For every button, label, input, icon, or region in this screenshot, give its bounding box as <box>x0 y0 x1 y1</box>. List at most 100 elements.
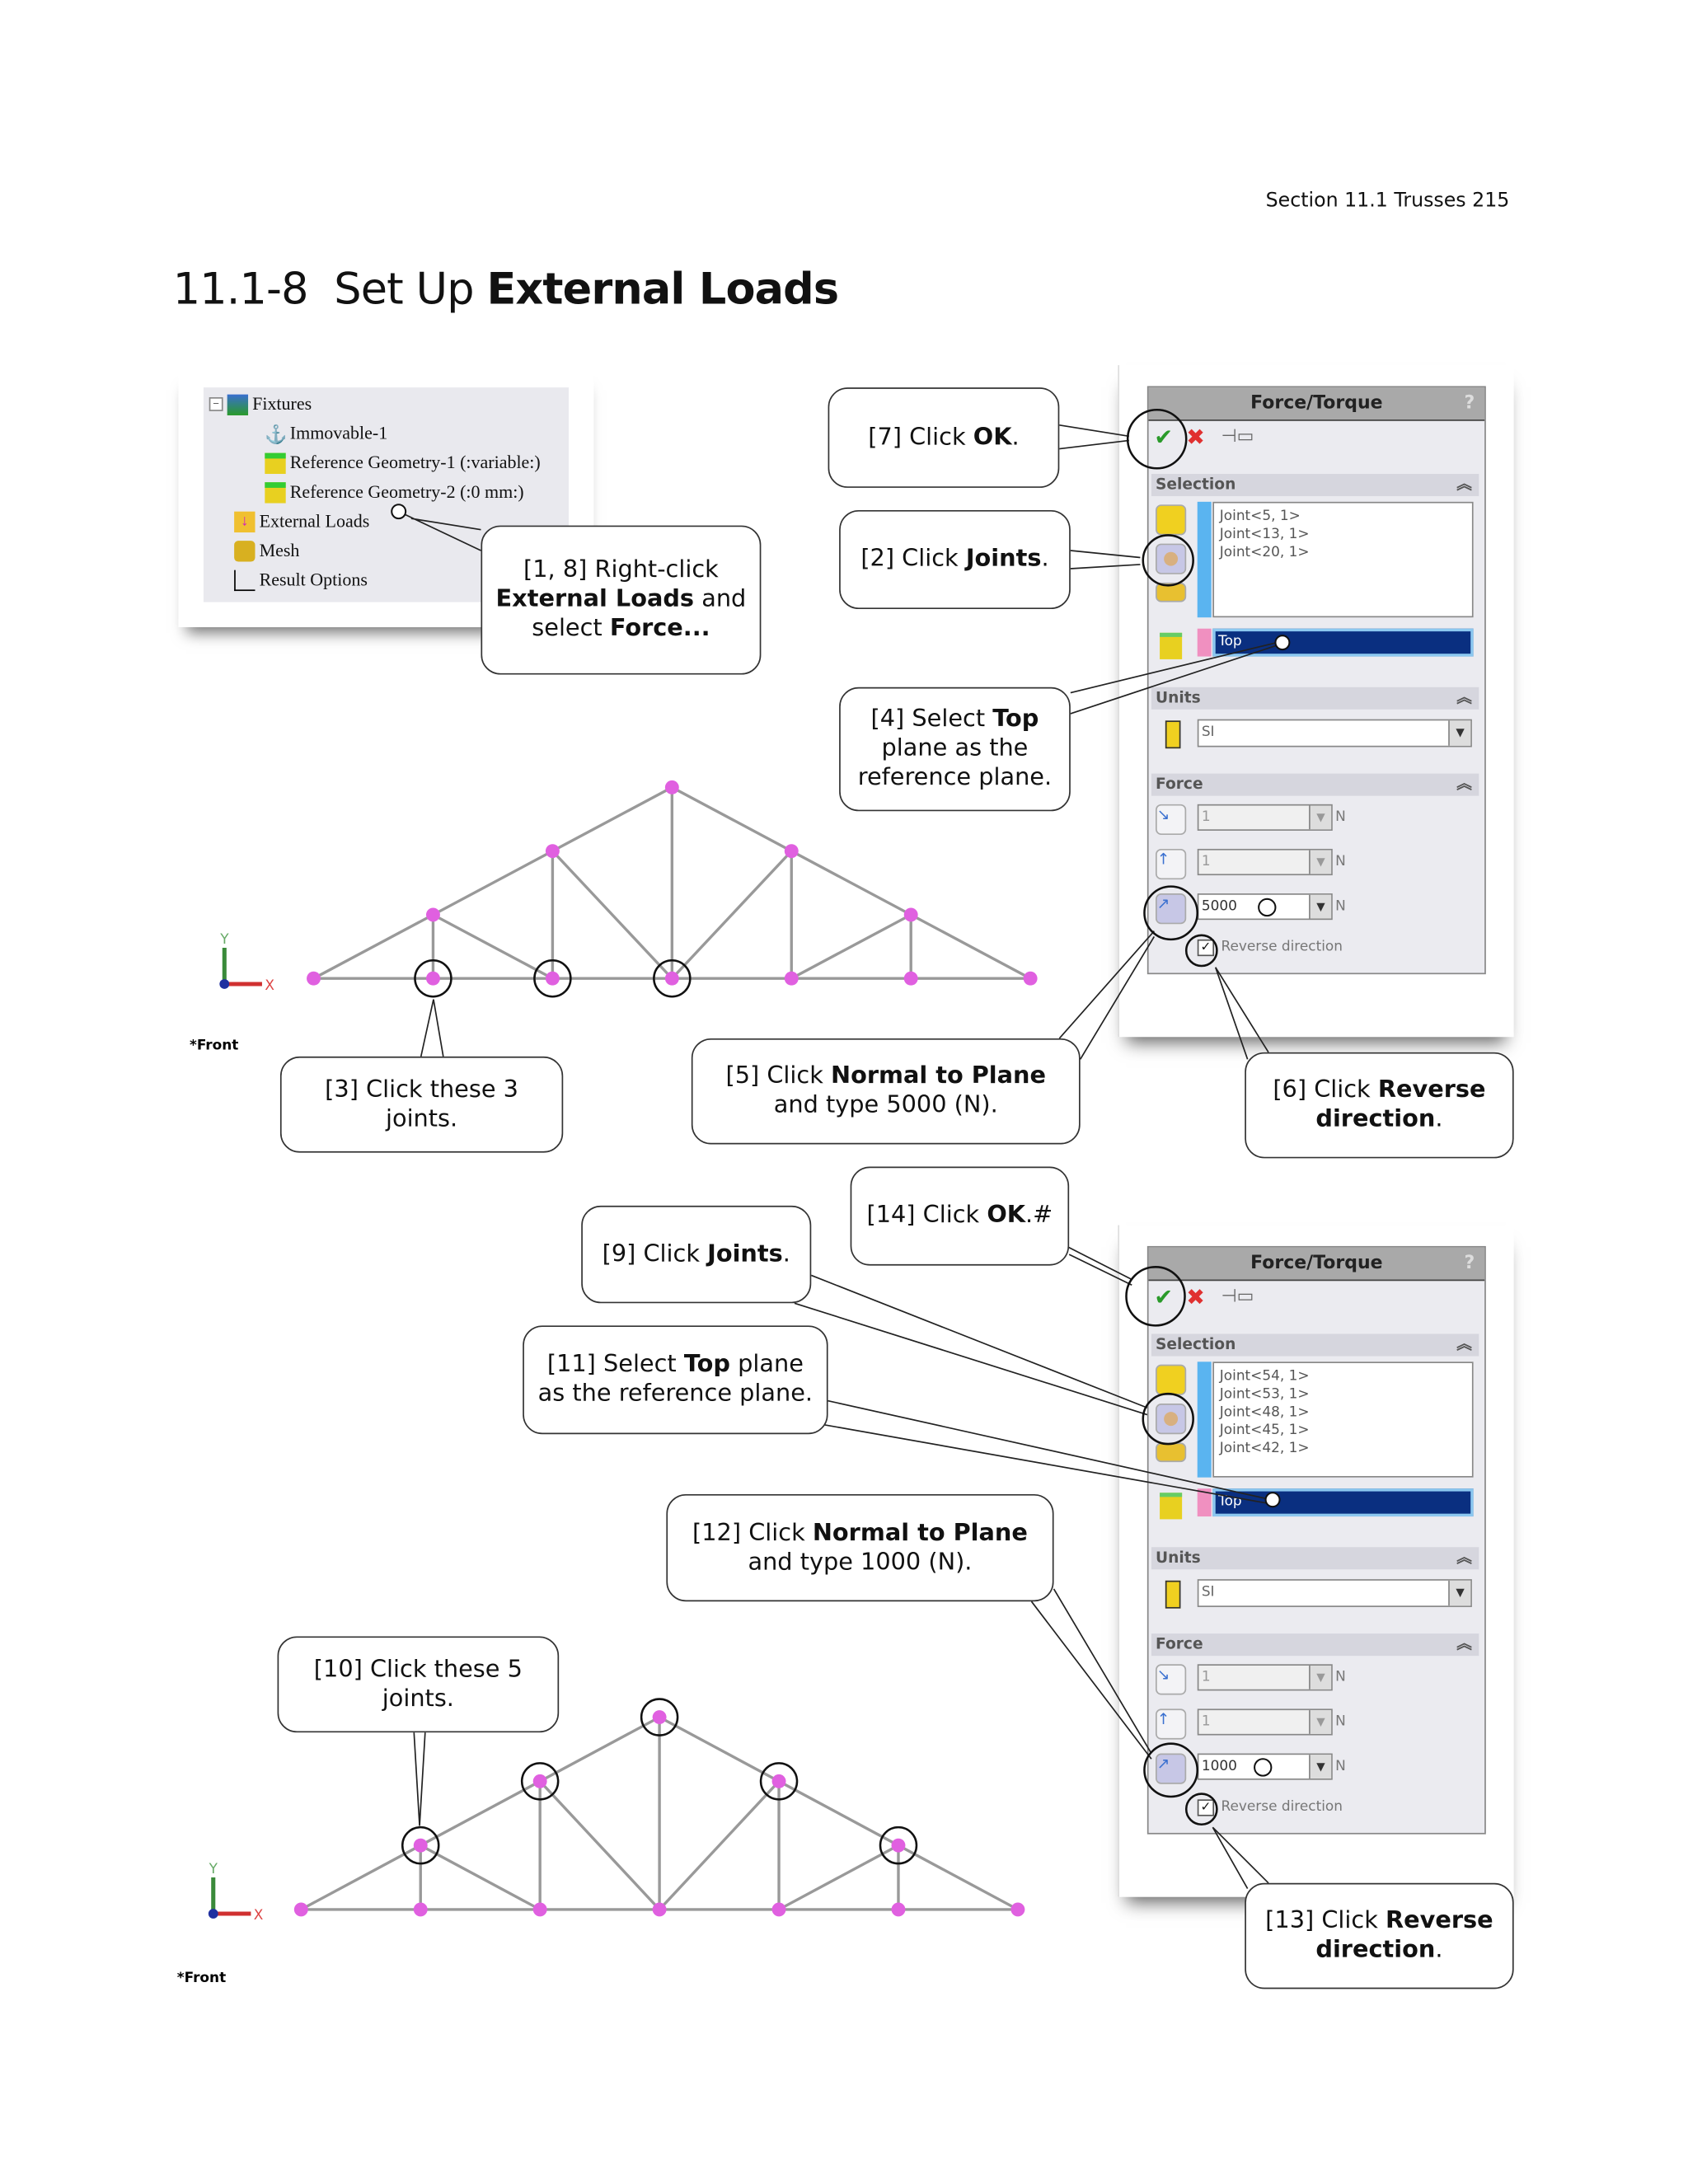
reverse-direction-label[interactable]: Reverse direction <box>1221 939 1343 955</box>
dropdown-arrow-icon[interactable]: ▼ <box>1309 805 1332 830</box>
tree-item-refgeom2[interactable]: Reference Geometry-2 (:0 mm:) <box>265 480 524 503</box>
collapse-chevron-icon[interactable]: ︽ <box>1456 1548 1472 1567</box>
truss-joint[interactable] <box>771 1774 786 1788</box>
reverse-direction-checkbox[interactable]: ✓ <box>1197 939 1215 957</box>
joints-button[interactable] <box>1156 543 1187 574</box>
ok-check-icon[interactable]: ✔ <box>1154 1283 1173 1310</box>
collapse-chevron-icon[interactable]: ︽ <box>1456 1634 1472 1653</box>
truss-member <box>538 1780 661 1911</box>
force-torque-frame-2: Force/Torque? ✔ ✖ ⊣▭ Selection︽ Joint<54… <box>1118 1225 1514 1897</box>
face-select-button[interactable] <box>1156 504 1187 536</box>
pin-icon[interactable]: ⊣▭ <box>1221 1286 1254 1308</box>
tree-item-fixtures[interactable]: −Fixtures <box>209 393 312 415</box>
help-icon[interactable]: ? <box>1464 1253 1475 1274</box>
dropdown-arrow-icon[interactable]: ▼ <box>1448 1580 1471 1606</box>
truss-joint[interactable] <box>784 844 799 859</box>
truss-joint[interactable] <box>532 1902 547 1917</box>
dropdown-arrow-icon[interactable]: ▼ <box>1448 720 1471 746</box>
face-select-button[interactable] <box>1156 1364 1187 1395</box>
selected-joint[interactable]: Joint<53, 1> <box>1219 1386 1310 1403</box>
force-y-field[interactable]: 1▼ <box>1197 848 1333 876</box>
truss-joint[interactable] <box>1023 971 1038 986</box>
collapse-chevron-icon[interactable]: ︽ <box>1456 475 1472 494</box>
tree-item-external-loads[interactable]: ↓External Loads <box>234 510 369 532</box>
callout-step-14: [14] Click OK.# <box>850 1166 1070 1266</box>
truss-joint[interactable] <box>413 1838 428 1853</box>
axis-triad-2: Y X *Front <box>177 1860 264 1985</box>
selected-joint[interactable]: Joint<20, 1> <box>1219 545 1310 560</box>
beam-select-button[interactable] <box>1156 582 1187 602</box>
tree-item-refgeom1[interactable]: Reference Geometry-1 (:variable:) <box>265 452 541 474</box>
selected-joint[interactable]: Joint<13, 1> <box>1219 527 1310 542</box>
truss-joint[interactable] <box>903 907 918 922</box>
normal-force-y-button[interactable]: ↑ <box>1156 1708 1187 1740</box>
collapse-chevron-icon[interactable]: ︽ <box>1456 1335 1472 1354</box>
collapse-icon[interactable]: − <box>209 396 223 411</box>
force-header[interactable]: Force︽ <box>1151 1633 1479 1657</box>
truss-joint[interactable] <box>413 1902 428 1917</box>
dropdown-arrow-icon[interactable]: ▼ <box>1309 894 1332 919</box>
dropdown-arrow-icon[interactable]: ▼ <box>1309 850 1332 874</box>
truss-joint[interactable] <box>903 971 918 986</box>
normal-to-plane-button[interactable]: ↗ <box>1156 893 1187 925</box>
collapse-chevron-icon[interactable]: ︽ <box>1456 775 1472 794</box>
cancel-x-icon[interactable]: ✖ <box>1186 1283 1205 1310</box>
collapse-chevron-icon[interactable]: ︽ <box>1456 688 1472 707</box>
truss-joint[interactable] <box>1010 1902 1025 1917</box>
tree-item-result-options[interactable]: Result Options <box>234 569 368 591</box>
selected-joint[interactable]: Joint<48, 1> <box>1219 1404 1310 1421</box>
tree-item-mesh[interactable]: Mesh <box>234 539 299 561</box>
dropdown-arrow-icon[interactable]: ▼ <box>1309 1755 1332 1779</box>
truss-joint[interactable] <box>545 971 560 986</box>
joints-button[interactable] <box>1156 1404 1187 1435</box>
truss-joint[interactable] <box>307 971 321 986</box>
selected-joint[interactable]: Joint<42, 1> <box>1219 1441 1310 1457</box>
reference-plane-field[interactable]: Top <box>1212 628 1474 657</box>
selection-header[interactable]: Selection︽ <box>1151 1333 1479 1357</box>
reverse-direction-checkbox[interactable]: ✓ <box>1197 1799 1215 1816</box>
x-axis-label: X <box>265 977 274 993</box>
truss-joint[interactable] <box>425 971 440 986</box>
units-header[interactable]: Units︽ <box>1151 687 1479 710</box>
dropdown-arrow-icon[interactable]: ▼ <box>1309 1665 1332 1690</box>
reverse-direction-label[interactable]: Reverse direction <box>1221 1799 1343 1815</box>
truss-joint[interactable] <box>545 844 560 859</box>
ok-highlight <box>1126 408 1188 470</box>
pin-icon[interactable]: ⊣▭ <box>1221 426 1254 448</box>
truss-joint[interactable] <box>664 971 679 986</box>
callout-text: [13] Click <box>1265 1906 1386 1935</box>
selection-list[interactable]: Joint<54, 1> Joint<53, 1> Joint<48, 1> J… <box>1212 1361 1474 1478</box>
normal-force-y-button[interactable]: ↑ <box>1156 848 1187 880</box>
tree-item-immovable[interactable]: ⚓Immovable-1 <box>265 422 387 444</box>
truss-joint[interactable] <box>652 1710 667 1725</box>
unit-label: N <box>1335 854 1346 870</box>
selected-joint[interactable]: Joint<5, 1> <box>1219 509 1301 524</box>
truss-joint[interactable] <box>532 1774 547 1788</box>
selected-joint[interactable]: Joint<54, 1> <box>1219 1368 1310 1385</box>
units-select[interactable]: SI▼ <box>1197 1579 1472 1607</box>
truss-joint[interactable] <box>425 907 440 922</box>
force-y-field[interactable]: 1▼ <box>1197 1708 1333 1736</box>
selected-joint[interactable]: Joint<45, 1> <box>1219 1422 1310 1439</box>
selection-header[interactable]: Selection︽ <box>1151 474 1479 497</box>
truss-joint[interactable] <box>652 1902 667 1917</box>
force-x-field[interactable]: 1▼ <box>1197 804 1333 831</box>
selection-list[interactable]: Joint<5, 1> Joint<13, 1> Joint<20, 1> <box>1212 501 1474 618</box>
normal-to-plane-button[interactable]: ↗ <box>1156 1753 1187 1784</box>
truss-joint[interactable] <box>771 1902 786 1917</box>
truss-joint[interactable] <box>891 1838 906 1853</box>
truss-joint[interactable] <box>891 1902 906 1917</box>
units-select[interactable]: SI▼ <box>1197 719 1472 748</box>
normal-force-x-button[interactable]: ↘ <box>1156 1664 1187 1695</box>
truss-joint[interactable] <box>664 780 679 794</box>
truss-joint[interactable] <box>293 1902 308 1917</box>
force-x-field[interactable]: 1▼ <box>1197 1664 1333 1691</box>
dropdown-arrow-icon[interactable]: ▼ <box>1309 1710 1332 1734</box>
truss-joint[interactable] <box>784 971 799 986</box>
force-header[interactable]: Force︽ <box>1151 773 1479 796</box>
units-header[interactable]: Units︽ <box>1151 1547 1479 1570</box>
normal-force-x-button[interactable]: ↘ <box>1156 804 1187 836</box>
ok-check-icon[interactable]: ✔ <box>1154 424 1173 451</box>
help-icon[interactable]: ? <box>1464 392 1475 415</box>
cancel-x-icon[interactable]: ✖ <box>1186 424 1205 451</box>
